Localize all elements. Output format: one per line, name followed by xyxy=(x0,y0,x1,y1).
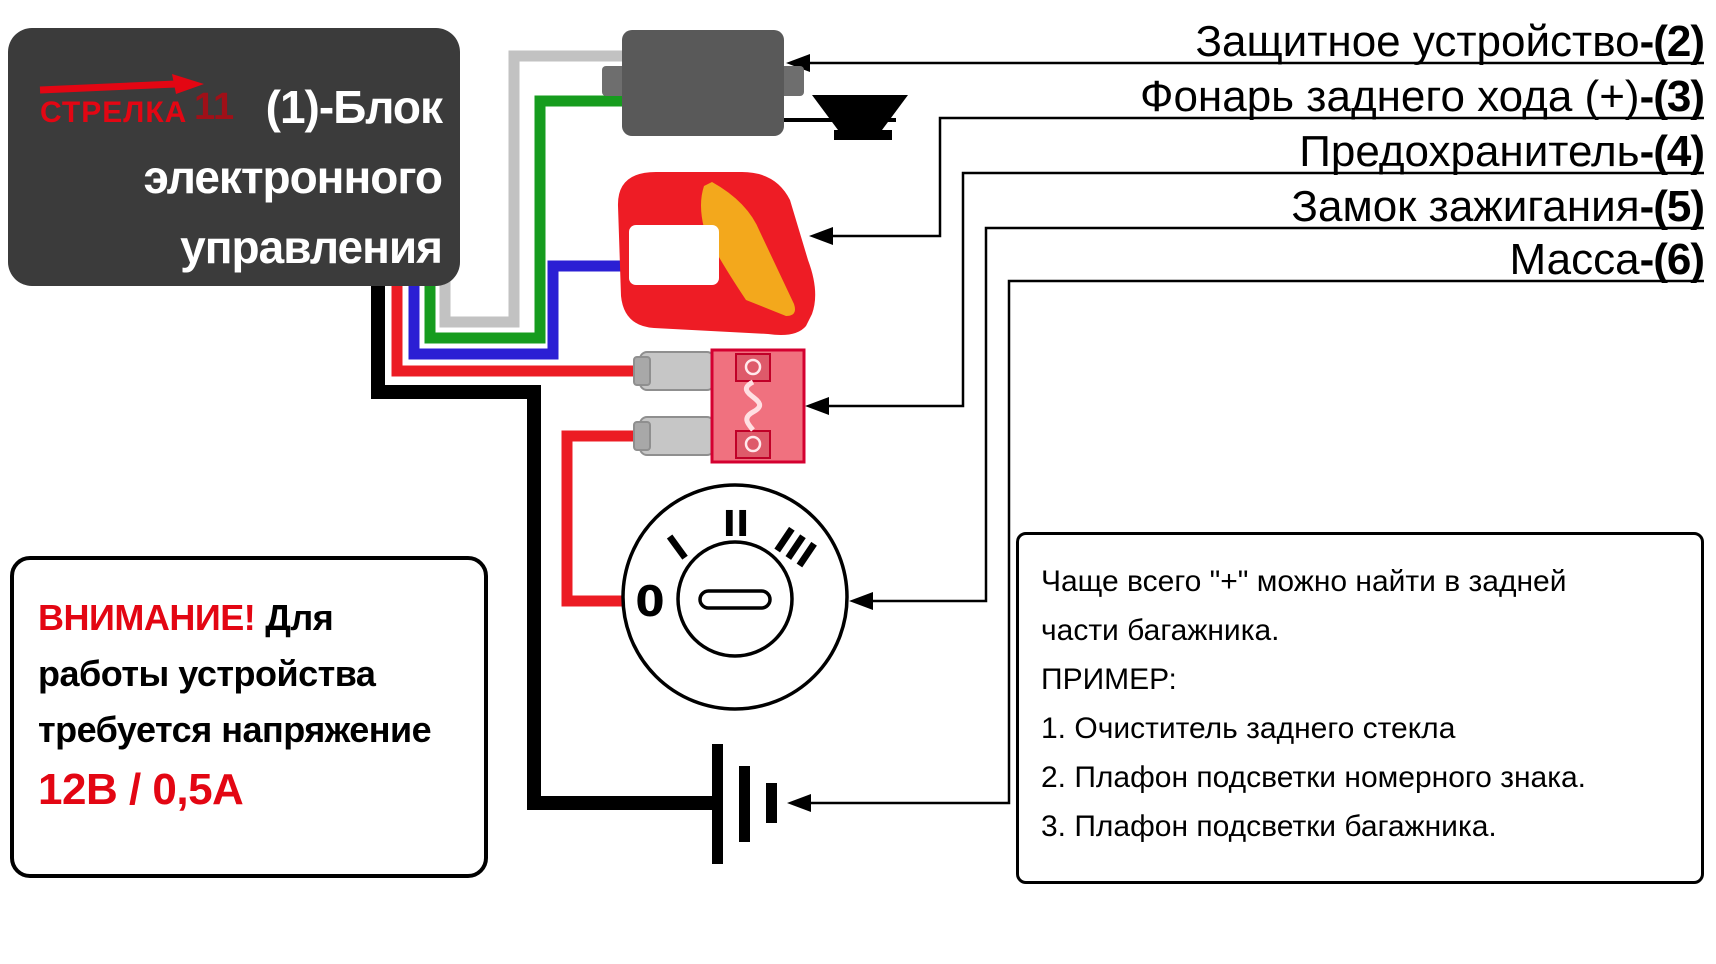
arrow-icon-3 xyxy=(809,227,833,245)
leader-lines xyxy=(810,61,1704,805)
label-text: Замок зажигания xyxy=(1291,182,1640,231)
ecu-title: (1)-Блок электронного управления xyxy=(143,72,443,282)
arrow-icon-4 xyxy=(805,397,829,415)
lamp-lens xyxy=(629,225,719,285)
note-line-6: 3. Плафон подсветки багажника. xyxy=(1041,810,1497,843)
leader-arrows xyxy=(786,54,873,812)
wire-gray xyxy=(439,50,624,328)
wire-blue xyxy=(408,260,622,360)
label-ground: Масса-(6) xyxy=(1509,235,1705,284)
warning-box: ВНИМАНИЕ!Для работы устройства требуется… xyxy=(10,556,488,878)
warning-rest: Для xyxy=(265,597,334,638)
ground-bar-short xyxy=(766,783,777,823)
leader-line-4 xyxy=(829,171,1704,408)
leader-line-3 xyxy=(833,116,1704,238)
fuse-contact-bottom xyxy=(735,430,771,459)
note-line-1: Чаще всего "+" можно найти в задней xyxy=(1041,565,1567,598)
device-tab-right xyxy=(780,66,804,96)
fuse xyxy=(633,348,806,464)
lamp-reflector xyxy=(701,182,795,316)
ecu-block: СТРЕЛКА 11 (1)-Блок электронного управле… xyxy=(8,28,460,286)
arrow-icon-5 xyxy=(849,592,873,610)
lock-mark-II: II xyxy=(723,504,750,545)
note-box: Чаще всего "+" можно найти в задней част… xyxy=(1016,532,1704,884)
ground-bar-long xyxy=(712,744,723,864)
label-number: -(3) xyxy=(1639,72,1705,121)
note-line-2: части багажника. xyxy=(1041,614,1280,647)
ecu-title-line-1: (1)-Блок xyxy=(265,81,443,133)
ecu-title-line-2: электронного xyxy=(143,151,443,203)
reverse-lamp xyxy=(617,172,816,335)
strelka-logo: СТРЕЛКА 11 xyxy=(36,74,236,144)
label-number: -(5) xyxy=(1639,182,1705,231)
key-slot xyxy=(698,589,772,610)
wires xyxy=(371,50,714,810)
warning-attention: ВНИМАНИЕ! xyxy=(38,597,256,638)
protective-device xyxy=(602,30,908,140)
label-number: -(2) xyxy=(1639,17,1705,66)
ground-symbol xyxy=(712,744,777,864)
label-fuse: Предохранитель-(4) xyxy=(1299,127,1705,176)
label-text: Фонарь заднего хода (+) xyxy=(1140,72,1640,121)
device-tab-left xyxy=(602,66,626,96)
ignition-lock: 0 I II III xyxy=(621,483,849,711)
leader-line-6 xyxy=(811,279,1704,805)
label-ignition-lock: Замок зажигания-(5) xyxy=(1291,182,1705,231)
warning-line-3: требуется напряжение xyxy=(38,709,432,750)
logo-sub-text: 11 xyxy=(194,86,235,128)
logo-text: СТРЕЛКА xyxy=(40,96,188,129)
warning-voltage: 12В / 0,5А xyxy=(38,765,244,814)
label-text: Масса xyxy=(1509,235,1640,284)
label-text: Защитное устройство xyxy=(1195,17,1640,66)
lock-mark-0: 0 xyxy=(635,577,664,626)
wire-red-ignition xyxy=(561,430,644,607)
horn-icon xyxy=(812,95,908,130)
note-line-3: ПРИМЕР: xyxy=(1041,663,1177,696)
warning-line-2: работы устройства xyxy=(38,653,376,694)
device-body xyxy=(622,30,784,136)
label-number: -(6) xyxy=(1639,235,1705,284)
ground-bar-medium xyxy=(739,766,750,842)
fuse-contact-top xyxy=(735,353,771,382)
label-protective-device: Защитное устройство-(2) xyxy=(1195,17,1705,66)
spade-crimp-bottom xyxy=(633,421,651,451)
fuse-screw-bottom xyxy=(744,435,762,453)
fuse-element xyxy=(743,379,763,432)
spade-crimp-top xyxy=(633,356,651,386)
arrow-icon-2 xyxy=(786,54,810,72)
label-text: Предохранитель xyxy=(1299,127,1640,176)
wire-green xyxy=(424,95,624,344)
logo-arrow-icon xyxy=(39,74,204,94)
label-reverse-lamp: Фонарь заднего хода (+)-(3) xyxy=(1140,72,1705,121)
label-number: -(4) xyxy=(1639,127,1705,176)
ecu-title-line-3: управления xyxy=(180,221,443,273)
wire-red-fuse xyxy=(391,278,644,377)
spade-connector-top xyxy=(639,351,715,391)
note-line-4: 1. Очиститель заднего стекла xyxy=(1041,712,1456,745)
arrow-icon-6 xyxy=(787,794,811,812)
spade-connector-bottom xyxy=(639,416,715,456)
leader-line-5 xyxy=(873,226,1704,603)
warning-line-1: ВНИМАНИЕ!Для xyxy=(38,590,460,646)
wire-black-ground xyxy=(371,278,714,810)
note-line-5: 2. Плафон подсветки номерного знака. xyxy=(1041,761,1587,794)
fuse-screw-top xyxy=(744,358,762,376)
horn-base xyxy=(834,130,892,140)
